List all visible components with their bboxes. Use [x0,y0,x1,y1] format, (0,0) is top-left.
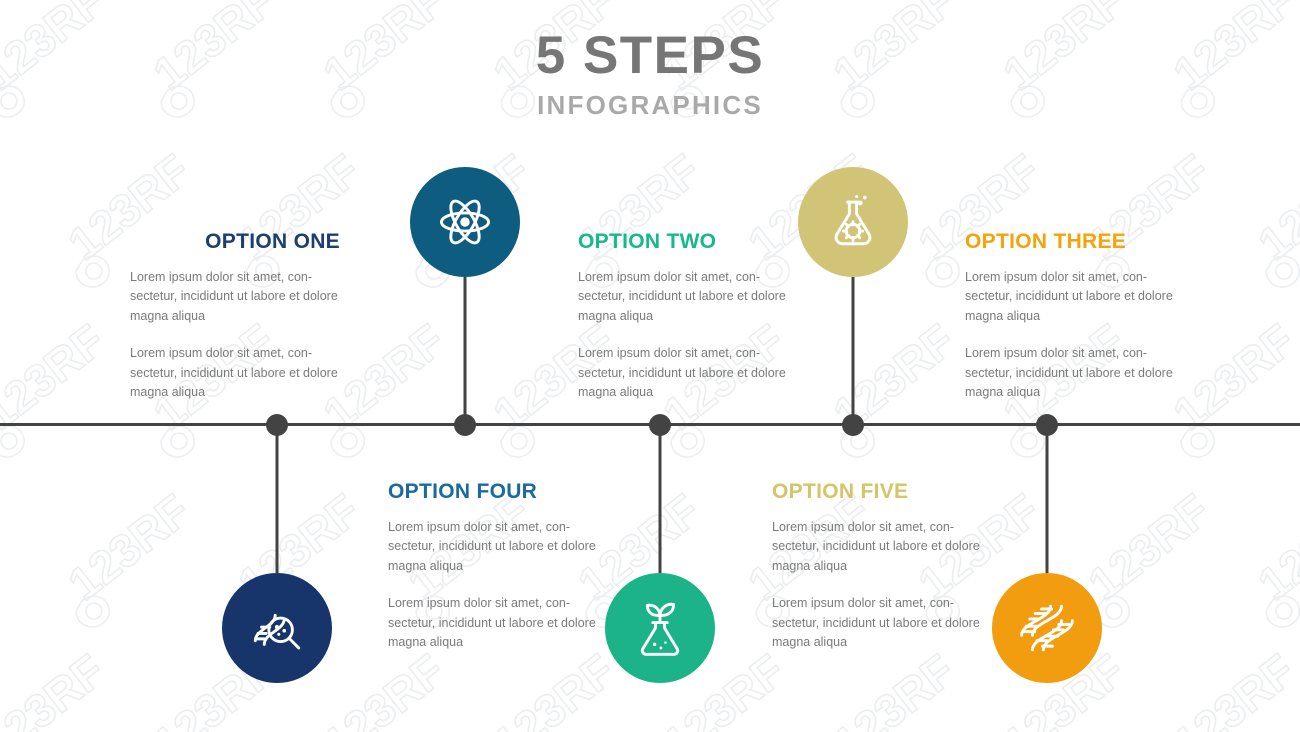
timeline-node-option-three[interactable] [1036,414,1058,436]
text-block-option-three: OPTION THREE Lorem ipsum dolor sit amet, … [965,230,1175,402]
svg-text:123RF: 123RF [823,644,964,732]
flask-gear-icon [824,193,882,251]
paragraph-option-three-2: Lorem ipsum dolor sit amet, con-sectetur… [965,346,1173,399]
svg-text:123RF: 123RF [483,644,624,732]
dna-magnifier-icon [248,599,306,657]
paragraph-option-four-1: Lorem ipsum dolor sit amet, con-sectetur… [388,520,596,573]
page-title: 5 STEPS [535,26,765,85]
svg-text:123RF: 123RF [58,484,199,610]
connector-line-option-three [1045,424,1049,573]
title-block: 5 STEPS INFOGRAPHICS [0,28,1300,121]
paragraph-option-one-1: Lorem ipsum dolor sit amet, con-sectetur… [130,270,338,323]
watermark-tile: 123RF [1235,480,1300,630]
paragraph-option-five-1: Lorem ipsum dolor sit amet, con-sectetur… [772,520,980,573]
svg-text:123RF: 123RF [0,644,114,732]
heading-option-two: OPTION TWO [578,230,717,253]
connector-line-option-five [851,277,855,424]
connector-line-option-one [275,424,279,573]
heading-option-three: OPTION THREE [965,230,1127,253]
svg-text:123RF: 123RF [1248,484,1300,610]
watermark-tile: 123RF [45,480,215,630]
atom-icon [436,193,494,251]
watermark-tile: 123RF [810,640,980,732]
timeline-node-option-two[interactable] [649,414,671,436]
svg-text:123RF: 123RF [1163,644,1300,732]
heading-option-five: OPTION FIVE [772,480,909,503]
text-block-option-four: OPTION FOUR Lorem ipsum dolor sit amet, c… [388,480,598,652]
paragraph-option-two-2: Lorem ipsum dolor sit amet, con-sectetur… [578,346,786,399]
timeline-node-option-one[interactable] [266,414,288,436]
svg-text:123RF: 123RF [313,644,454,732]
icon-circle-option-four[interactable] [410,167,520,277]
timeline-node-option-five[interactable] [842,414,864,436]
icon-circle-option-three[interactable] [992,573,1102,683]
paragraph-option-two-1: Lorem ipsum dolor sit amet, con-sectetur… [578,270,786,323]
paragraph-option-one-2: Lorem ipsum dolor sit amet, con-sectetur… [130,346,338,399]
watermark-tile: 123RF [810,310,980,460]
svg-text:123RF: 123RF [1078,484,1219,610]
svg-text:123RF: 123RF [0,314,114,440]
timeline-node-option-four[interactable] [454,414,476,436]
icon-circle-option-five[interactable] [798,167,908,277]
text-block-option-five: OPTION FIVE Lorem ipsum dolor sit amet, c… [772,480,982,652]
paragraph-option-four-2: Lorem ipsum dolor sit amet, con-sectetur… [388,596,596,649]
heading-option-one: OPTION ONE [205,230,340,253]
connector-line-option-four [463,277,467,424]
watermark-tile: 123RF [0,310,130,460]
paragraph-option-three-1: Lorem ipsum dolor sit amet, con-sectetur… [965,270,1173,323]
text-block-option-one: OPTION ONE Lorem ipsum dolor sit amet, co… [130,230,340,402]
paragraph-option-five-2: Lorem ipsum dolor sit amet, con-sectetur… [772,596,980,649]
connector-line-option-two [658,424,662,573]
page-subtitle: INFOGRAPHICS [537,89,763,120]
svg-text:123RF: 123RF [1163,314,1300,440]
watermark-tile: 123RF [1150,640,1300,732]
dna-helix-icon [1018,599,1076,657]
text-block-option-two: OPTION TWO Lorem ipsum dolor sit amet, co… [578,230,788,402]
watermark-tile: 123RF [1235,140,1300,290]
icon-circle-option-one[interactable] [222,573,332,683]
svg-text:123RF: 123RF [1248,144,1300,270]
watermark-tile: 123RF [0,640,130,732]
flask-plant-icon [631,599,689,657]
heading-option-four: OPTION FOUR [388,480,538,503]
icon-circle-option-two[interactable] [605,573,715,683]
